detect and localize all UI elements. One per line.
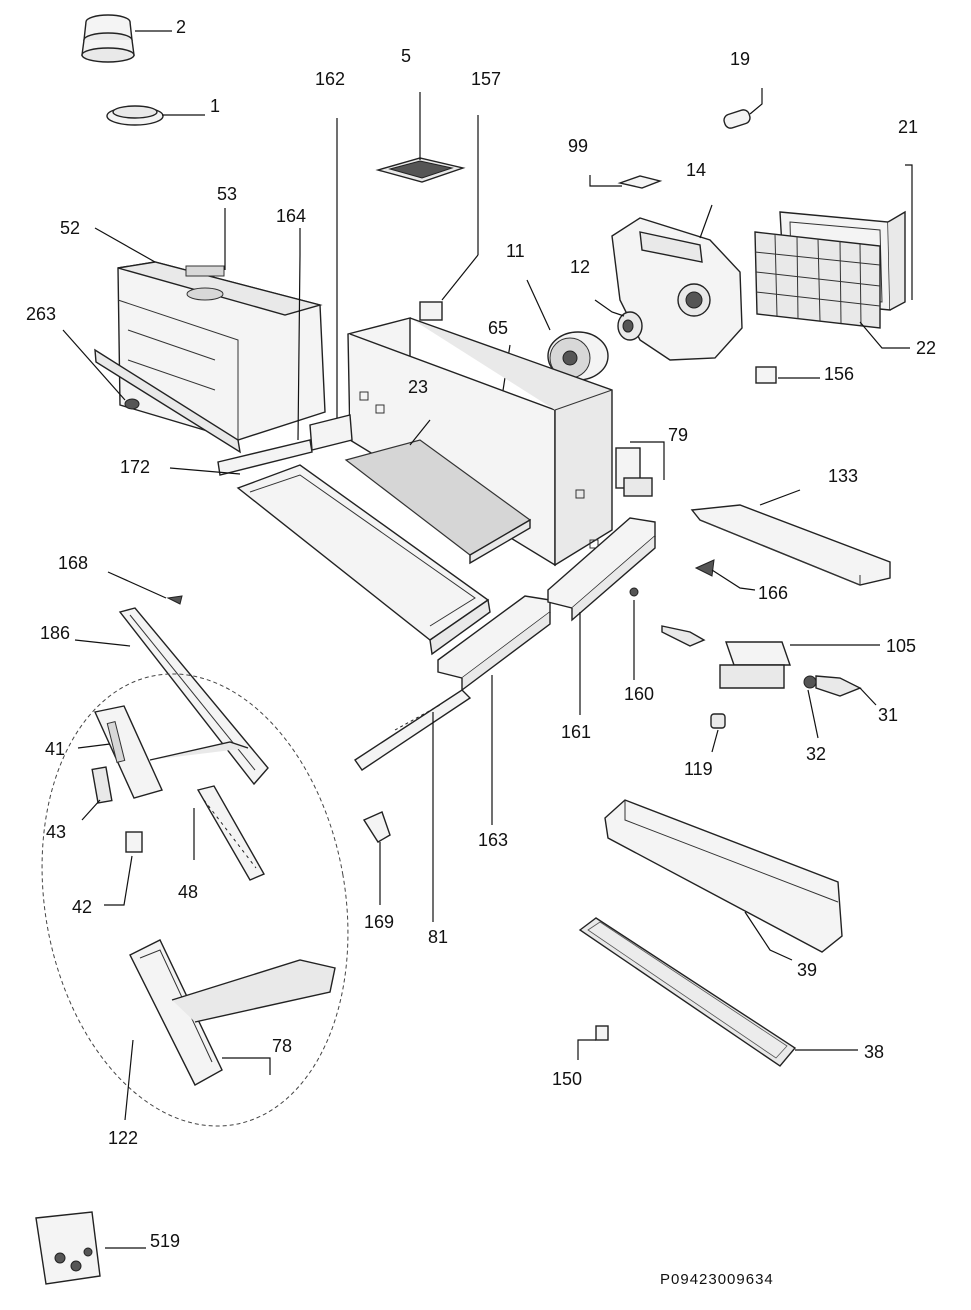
label-11: 11 [506, 241, 525, 261]
label-52: 52 [60, 218, 80, 238]
label-150: 150 [552, 1069, 582, 1089]
label-163: 163 [478, 830, 508, 850]
part-48-comb [193, 785, 265, 881]
drawing-code: P09423009634 [660, 1271, 774, 1288]
part-79-switch [615, 441, 665, 497]
part-519-fixing-kit [35, 1211, 146, 1285]
label-32: 32 [806, 744, 826, 764]
part-23-glass-panel [344, 419, 532, 565]
label-21: 21 [898, 117, 918, 137]
label-162: 162 [315, 69, 345, 89]
label-53: 53 [217, 184, 237, 204]
label-133: 133 [828, 466, 858, 486]
part-5-grille [375, 92, 466, 183]
part-19-lamp [723, 88, 763, 129]
part-166-bracket [694, 559, 756, 591]
label-43: 43 [46, 822, 66, 842]
part-263-screw [62, 329, 140, 410]
label-42: 42 [72, 897, 92, 917]
label-161: 161 [561, 722, 591, 742]
part-22-carbon-filter [754, 231, 910, 349]
label-38: 38 [864, 1042, 884, 1062]
label-160: 160 [624, 684, 654, 704]
part-78-handle [129, 939, 336, 1086]
part-160-nut [629, 587, 639, 680]
part-150-clip [577, 1025, 609, 1060]
label-164: 164 [276, 206, 306, 226]
label-12: 12 [570, 257, 590, 277]
label-5: 5 [401, 46, 411, 66]
label-81: 81 [428, 927, 448, 947]
part-161-rail [547, 517, 656, 715]
label-172: 172 [120, 457, 150, 477]
part-52-chimney-box [94, 227, 326, 454]
part-172-slide-panel [169, 464, 491, 656]
part-38-glass-tray [578, 917, 858, 1067]
label-65: 65 [488, 318, 508, 338]
label-166: 166 [758, 583, 788, 603]
label-168: 168 [58, 553, 88, 573]
part-41-slider [77, 705, 249, 799]
part-53-label-plate [185, 208, 226, 277]
part-31-bulb [815, 675, 877, 706]
part-43-insert [81, 766, 113, 821]
label-119: 119 [684, 759, 713, 779]
label-1: 1 [210, 96, 220, 116]
part-42-clip [104, 831, 143, 906]
part-12-motor-shaft [594, 299, 643, 341]
label-157: 157 [471, 69, 501, 89]
part-105-lamp-holder [719, 641, 880, 689]
part-156-clip [755, 366, 820, 384]
part-99-bracket [589, 175, 663, 189]
label-186: 186 [40, 623, 70, 643]
part-14-motor-housing [611, 204, 743, 361]
part-157-clip [419, 115, 479, 321]
label-78: 78 [272, 1036, 292, 1056]
part-2-duct-collar [81, 14, 172, 63]
part-11-fan-wheel [526, 279, 609, 381]
label-2: 2 [176, 17, 186, 37]
part-168-screw [107, 571, 183, 605]
label-122: 122 [108, 1128, 138, 1148]
part-39-front-trim [604, 799, 843, 961]
part-119-knob [710, 713, 726, 753]
part-133-rail [690, 489, 891, 586]
part-169-clip [362, 811, 391, 905]
part-122-leader [124, 1039, 134, 1121]
part-186-handle-rail [74, 607, 269, 786]
label-23: 23 [408, 377, 428, 397]
label-31: 31 [878, 705, 898, 725]
part-bulb-left [661, 625, 706, 647]
label-169: 169 [364, 912, 394, 932]
assembly-outline-122 [41, 673, 349, 1127]
label-263: 263 [26, 304, 56, 324]
part-164-rail [217, 228, 313, 476]
label-48: 48 [178, 882, 198, 902]
label-156: 156 [824, 364, 854, 384]
label-19: 19 [730, 49, 750, 69]
label-14: 14 [686, 160, 706, 180]
label-519: 519 [150, 1231, 180, 1251]
label-99: 99 [568, 136, 588, 156]
part-81-telescopic-slide [354, 689, 472, 922]
label-22: 22 [916, 338, 936, 358]
label-105: 105 [886, 636, 916, 656]
part-1-ring [106, 105, 205, 126]
part-32-socket [803, 675, 819, 739]
label-39: 39 [797, 960, 817, 980]
label-41: 41 [45, 739, 65, 759]
label-79: 79 [668, 425, 688, 445]
part-163-rail [437, 595, 551, 825]
